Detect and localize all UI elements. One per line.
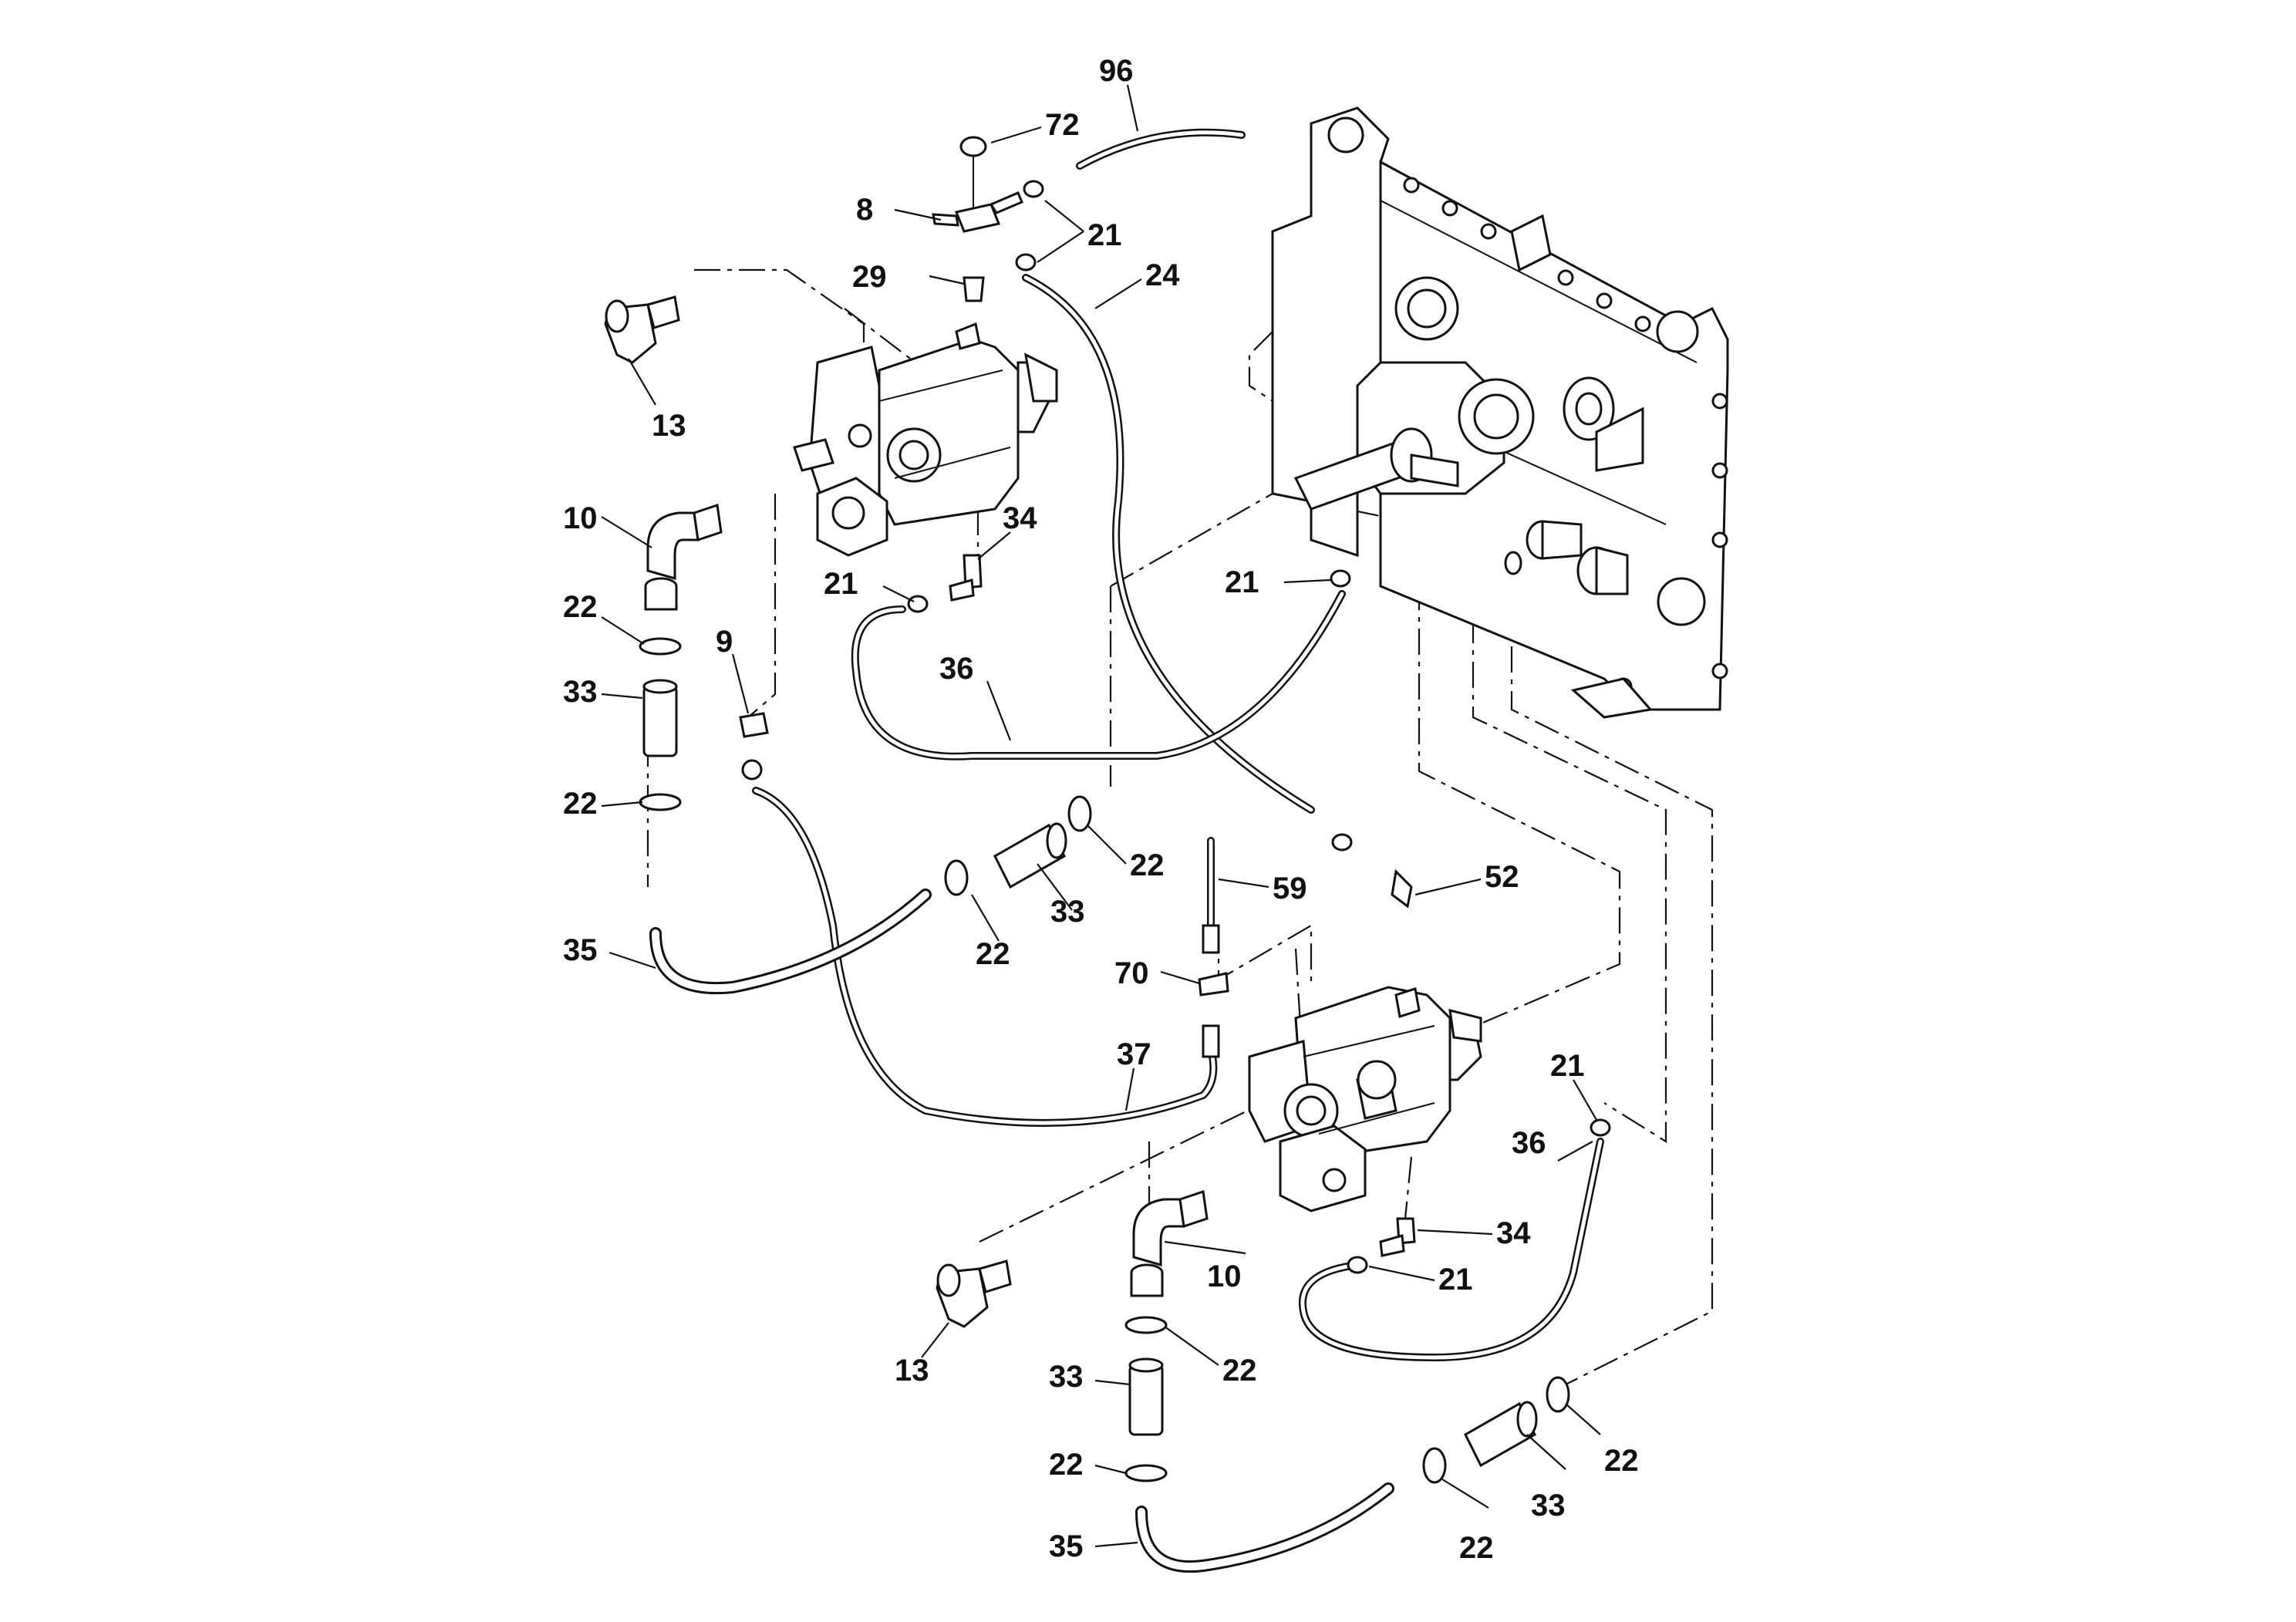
callout-9: 9 — [716, 625, 733, 659]
elbow-10-bottom — [1130, 1190, 1209, 1297]
sleeves-33 — [642, 679, 1538, 1468]
lower-pump — [1248, 986, 1482, 1212]
callout-34: 34 — [1496, 1216, 1531, 1250]
elbow-10-top — [644, 504, 723, 611]
callout-21: 21 — [824, 567, 858, 601]
callout-21: 21 — [1438, 1263, 1473, 1297]
hose-36-top — [851, 590, 1346, 760]
callout-33: 33 — [563, 675, 598, 709]
callout-22: 22 — [1604, 1444, 1639, 1478]
leader-lines — [601, 84, 1601, 1548]
small-fittings — [739, 136, 1611, 1274]
callout-22: 22 — [563, 590, 598, 624]
gearbox-frame — [1248, 106, 1729, 719]
callout-52: 52 — [1485, 860, 1519, 894]
callout-22: 22 — [1130, 848, 1165, 882]
callout-33: 33 — [1531, 1489, 1566, 1523]
callout-35: 35 — [1049, 1529, 1084, 1563]
callout-22: 22 — [1049, 1448, 1084, 1482]
callout-34: 34 — [1003, 501, 1037, 535]
callout-29: 29 — [852, 260, 887, 294]
callout-35: 35 — [563, 933, 598, 967]
clamps-22 — [639, 637, 1570, 1484]
callout-10: 10 — [563, 501, 598, 535]
callout-70: 70 — [1114, 956, 1149, 990]
callout-13: 13 — [652, 409, 686, 443]
callout-37: 37 — [1117, 1037, 1151, 1071]
callout-21: 21 — [1087, 218, 1122, 252]
callout-59: 59 — [1273, 872, 1307, 905]
callout-21: 21 — [1225, 565, 1259, 599]
callout-22: 22 — [563, 787, 598, 821]
elbow-13-bottom — [936, 1259, 1012, 1328]
callout-numbers: 96 72 8 21 29 24 13 10 34 22 21 21 9 36 … — [563, 54, 1639, 1565]
elbow-13-top — [604, 295, 680, 364]
callout-22: 22 — [1222, 1354, 1257, 1388]
callout-36: 36 — [1512, 1126, 1546, 1160]
callout-33: 33 — [1050, 895, 1085, 929]
callout-33: 33 — [1049, 1360, 1084, 1394]
callout-36: 36 — [939, 652, 974, 686]
callout-22: 22 — [1459, 1531, 1494, 1565]
callout-10: 10 — [1207, 1259, 1242, 1293]
hoses — [649, 128, 1604, 1573]
callout-13: 13 — [895, 1354, 929, 1388]
callout-72: 72 — [1045, 108, 1080, 142]
hose-24 — [1022, 274, 1315, 814]
callout-96: 96 — [1099, 54, 1134, 88]
callout-24: 24 — [1145, 258, 1180, 292]
callout-8: 8 — [856, 193, 873, 227]
callout-22: 22 — [976, 937, 1010, 971]
callout-21: 21 — [1550, 1049, 1585, 1083]
upper-pump — [793, 322, 1058, 557]
